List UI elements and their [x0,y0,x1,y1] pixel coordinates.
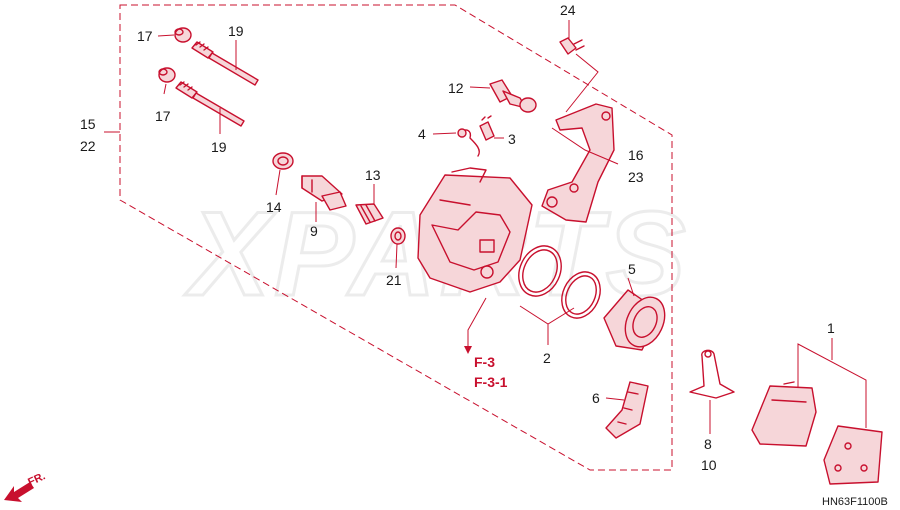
callout-16: 16 [628,147,644,163]
callout-4: 4 [418,126,426,142]
callout-15: 15 [80,116,96,132]
part-brake-pad-1a[interactable] [751,381,817,447]
callout-labels: 15 22 17 19 17 19 14 9 13 21 4 3 12 24 1… [80,2,888,508]
callout-19-top: 19 [228,23,244,39]
callout-17-top: 17 [137,28,153,44]
callout-9: 9 [310,223,318,239]
part-bleeder-cap-4[interactable] [457,128,480,157]
reference-f3: F-3 [474,354,495,370]
part-pad-spring-6[interactable] [605,381,649,439]
callout-8: 8 [704,436,712,452]
front-arrow-icon: FR. [4,470,47,502]
part-piston-5[interactable] [603,289,672,353]
part-bleeder-valve-3[interactable] [479,115,495,141]
diagram-code: HN63F1100B [822,496,888,508]
part-boot-14[interactable] [272,152,294,170]
callout-3: 3 [508,131,516,147]
callout-1: 1 [827,320,835,336]
callout-5: 5 [628,261,636,277]
callout-10: 10 [701,457,717,473]
part-bolt-24[interactable] [559,37,585,55]
part-washer-21[interactable] [390,227,406,245]
part-brake-pad-1b[interactable] [823,425,883,485]
callout-2: 2 [543,350,551,366]
part-caliper-body[interactable] [417,167,533,293]
callout-19-bottom: 19 [211,139,227,155]
callout-21: 21 [386,272,402,288]
part-pin-19-bottom[interactable] [175,81,245,127]
svg-text:FR.: FR. [26,470,47,488]
callout-24: 24 [560,2,576,18]
callout-23: 23 [628,169,644,185]
part-bracket-16[interactable] [541,103,615,223]
part-cap-17-top[interactable] [174,27,192,43]
part-bolt-9[interactable] [301,175,347,211]
callout-12: 12 [448,80,464,96]
part-pad-pin-8[interactable] [689,349,735,399]
part-slide-pin-12[interactable] [489,79,537,113]
callout-17-bottom: 17 [155,108,171,124]
leader-lines [104,20,867,434]
part-cap-17-bottom[interactable] [158,67,176,83]
callout-22: 22 [80,138,96,154]
callout-6: 6 [592,390,600,406]
reference-f3-1: F-3-1 [474,374,508,390]
part-boot-13[interactable] [355,203,384,225]
assembly-frame [119,4,673,471]
callout-13: 13 [365,167,381,183]
callout-14: 14 [266,199,282,215]
part-seal-2[interactable] [511,239,608,324]
part-pin-19-top[interactable] [191,41,259,86]
